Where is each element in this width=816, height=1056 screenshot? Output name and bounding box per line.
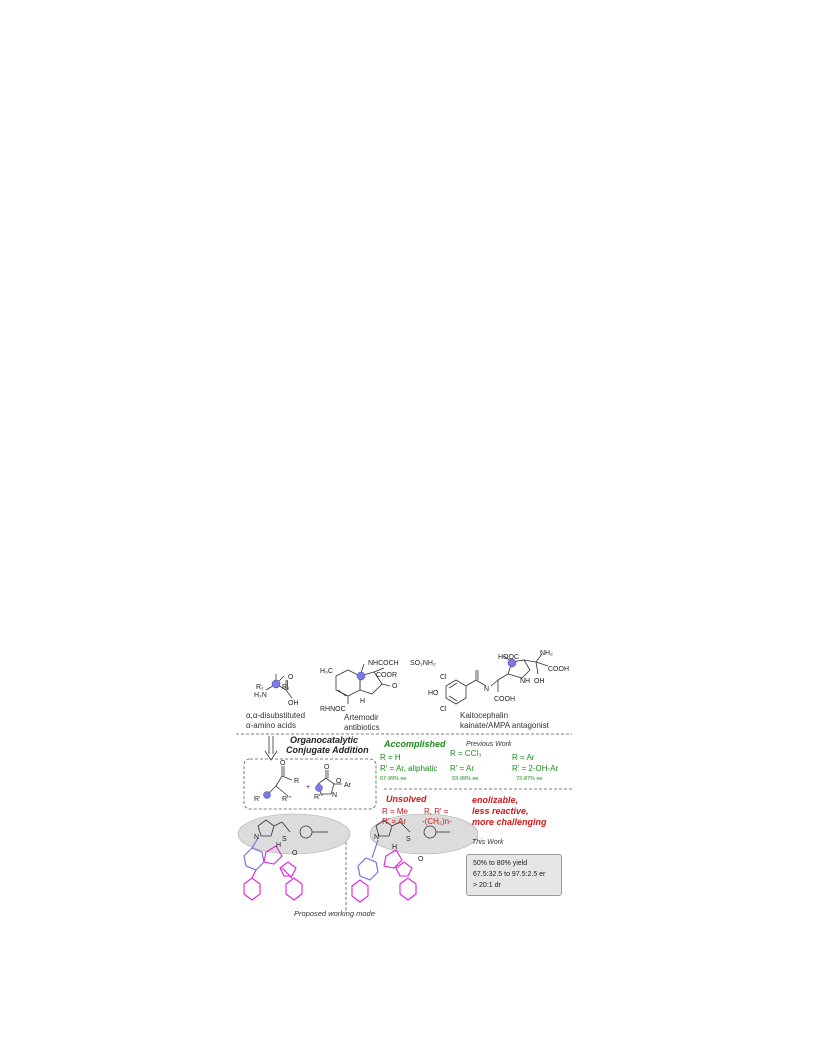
label-cl-top: Cl — [440, 674, 447, 681]
mech-left-o: O — [292, 850, 298, 857]
arrow-label-1: Organocatalytic — [290, 735, 359, 745]
label-ox-r: R''' — [314, 794, 324, 801]
acc-col2-r1: R = CCl₃ — [450, 749, 482, 758]
mech-left-h: H — [276, 842, 282, 849]
label-ox-carbonyl-o: O — [324, 764, 330, 771]
stereocenter-atom — [271, 679, 281, 689]
acc-col3-r2: R' = 2-OH-Ar — [512, 764, 559, 773]
label-cl-bottom: Cl — [440, 706, 447, 713]
uns-row1-b: R, R' = — [424, 807, 449, 816]
mech-right-s: S — [406, 836, 411, 843]
label-ox-ring-o: O — [336, 778, 342, 785]
mech-right-n: N — [374, 834, 380, 841]
previous-work-tag: Previous Work — [466, 741, 512, 748]
acc-col3-r1: R = Ar — [512, 753, 535, 762]
catalyst-shadow-left — [237, 813, 351, 855]
pyrrolidine-center-atom — [507, 658, 517, 668]
label-cooh-kaito: COOH — [494, 696, 515, 703]
label-o-acid: O — [288, 674, 294, 681]
unsolved-title: Unsolved — [386, 794, 427, 804]
mech-left-n: N — [254, 834, 260, 841]
results-box: 50% to 80% yield 67.5:32.5 to 97.5:2.5 e… — [466, 854, 562, 896]
mech-right-o: O — [418, 856, 424, 863]
structure-drawings — [236, 653, 572, 911]
label-hooc: HOOC — [498, 654, 519, 661]
reaction-box — [243, 758, 377, 810]
acc-col1-r1: R = H — [380, 753, 401, 762]
label-oh-right: OH — [534, 678, 545, 685]
caption-amino-acids-1: α,α-disubstituted — [246, 711, 306, 720]
substrate-left-magenta — [243, 845, 303, 901]
unsolved-note-3: more challenging — [472, 817, 547, 827]
label-enone-r: R — [294, 778, 300, 785]
label-oh-acid: OH — [288, 700, 299, 707]
label-so2nh2: SO₂NH₂ — [410, 660, 436, 667]
quaternary-center-atom — [356, 671, 366, 681]
label-ox-n: N — [332, 792, 338, 799]
label-rhnoc: RHNOC — [320, 706, 346, 713]
down-arrow-icon — [264, 736, 278, 761]
catalyst-right-structure — [375, 819, 450, 839]
kaitocephalin-structure — [445, 670, 509, 705]
enone-beta-atom — [263, 791, 271, 799]
label-cooh-right: COOH — [548, 666, 569, 673]
label-nhcoch: NHCOCH — [368, 660, 399, 667]
result-yield: 50% to 80% yield — [473, 860, 528, 867]
unsolved-note-2: less reactive, — [472, 806, 529, 816]
acc-col1-r2: R' = Ar, aliphatic — [380, 764, 438, 773]
acc-ref-2: 93-99% ee — [452, 776, 479, 782]
caption-amino-acids-2: α-amino acids — [246, 721, 296, 730]
catalyst-left-structure — [257, 819, 328, 839]
label-amide-n: N — [484, 686, 490, 693]
accomplished-title: Accomplished — [384, 739, 446, 749]
caption-artemodir-2: antibiotics — [344, 723, 380, 732]
mech-left-s: S — [282, 836, 287, 843]
enamine-right-blue — [357, 839, 379, 881]
result-dr: > 20:1 dr — [473, 882, 501, 889]
caption-kaitocephalin-1: Kaitocephalin — [460, 711, 509, 720]
caption-kaitocephalin-2: kainate/AMPA antagonist — [460, 721, 549, 730]
label-nh: NH — [520, 678, 531, 685]
label-nh2: NH₂ — [540, 650, 553, 657]
result-er: 67.5:32.5 to 97.5:2.5 er — [473, 871, 546, 878]
arrow-label-2: Conjugate Addition — [286, 745, 369, 755]
label-r1: R₁ — [282, 684, 290, 691]
label-h2n: H₂N — [254, 692, 267, 699]
label-enone-r-prime: R' — [254, 796, 261, 803]
oxazolone-structure — [317, 770, 342, 795]
caption-artemodir-1: Artemodir — [344, 713, 379, 722]
label-plus: + — [306, 784, 311, 791]
acc-col2-r2: R' = Ar — [450, 764, 474, 773]
label-o-ketone: O — [392, 683, 398, 690]
uns-row1-a: R = Me — [382, 807, 409, 816]
mechanism-caption: Proposed working mode — [294, 909, 375, 918]
substrate-right-magenta — [351, 849, 417, 903]
uns-row2-a: R' = Ar — [382, 817, 406, 826]
label-enone-o: O — [280, 760, 286, 767]
label-r2: R₂ — [256, 684, 264, 691]
mech-right-h: H — [392, 844, 398, 851]
uns-row2-b: -(CH₂)n- — [422, 817, 452, 826]
label-h3c: H₃C — [320, 668, 333, 675]
label-ox-ar: Ar — [344, 782, 351, 789]
unsolved-note-1: enolizable, — [472, 795, 519, 805]
label-h: H — [360, 698, 366, 705]
label-coor: COOR — [376, 672, 397, 679]
figure: R₂ R₁ H₂N O OH α,α-disubstituted α-amino… — [236, 646, 572, 920]
acc-ref-1: 67-99% ee — [380, 776, 407, 782]
acc-ref-3: 72-87% ee — [516, 776, 543, 782]
oxazolone-alpha-atom — [315, 784, 323, 792]
enone-structure — [265, 766, 293, 797]
this-work-tag: This Work — [472, 839, 504, 846]
label-ho: HO — [428, 690, 439, 697]
label-enone-r-triple: R''' — [282, 796, 292, 803]
